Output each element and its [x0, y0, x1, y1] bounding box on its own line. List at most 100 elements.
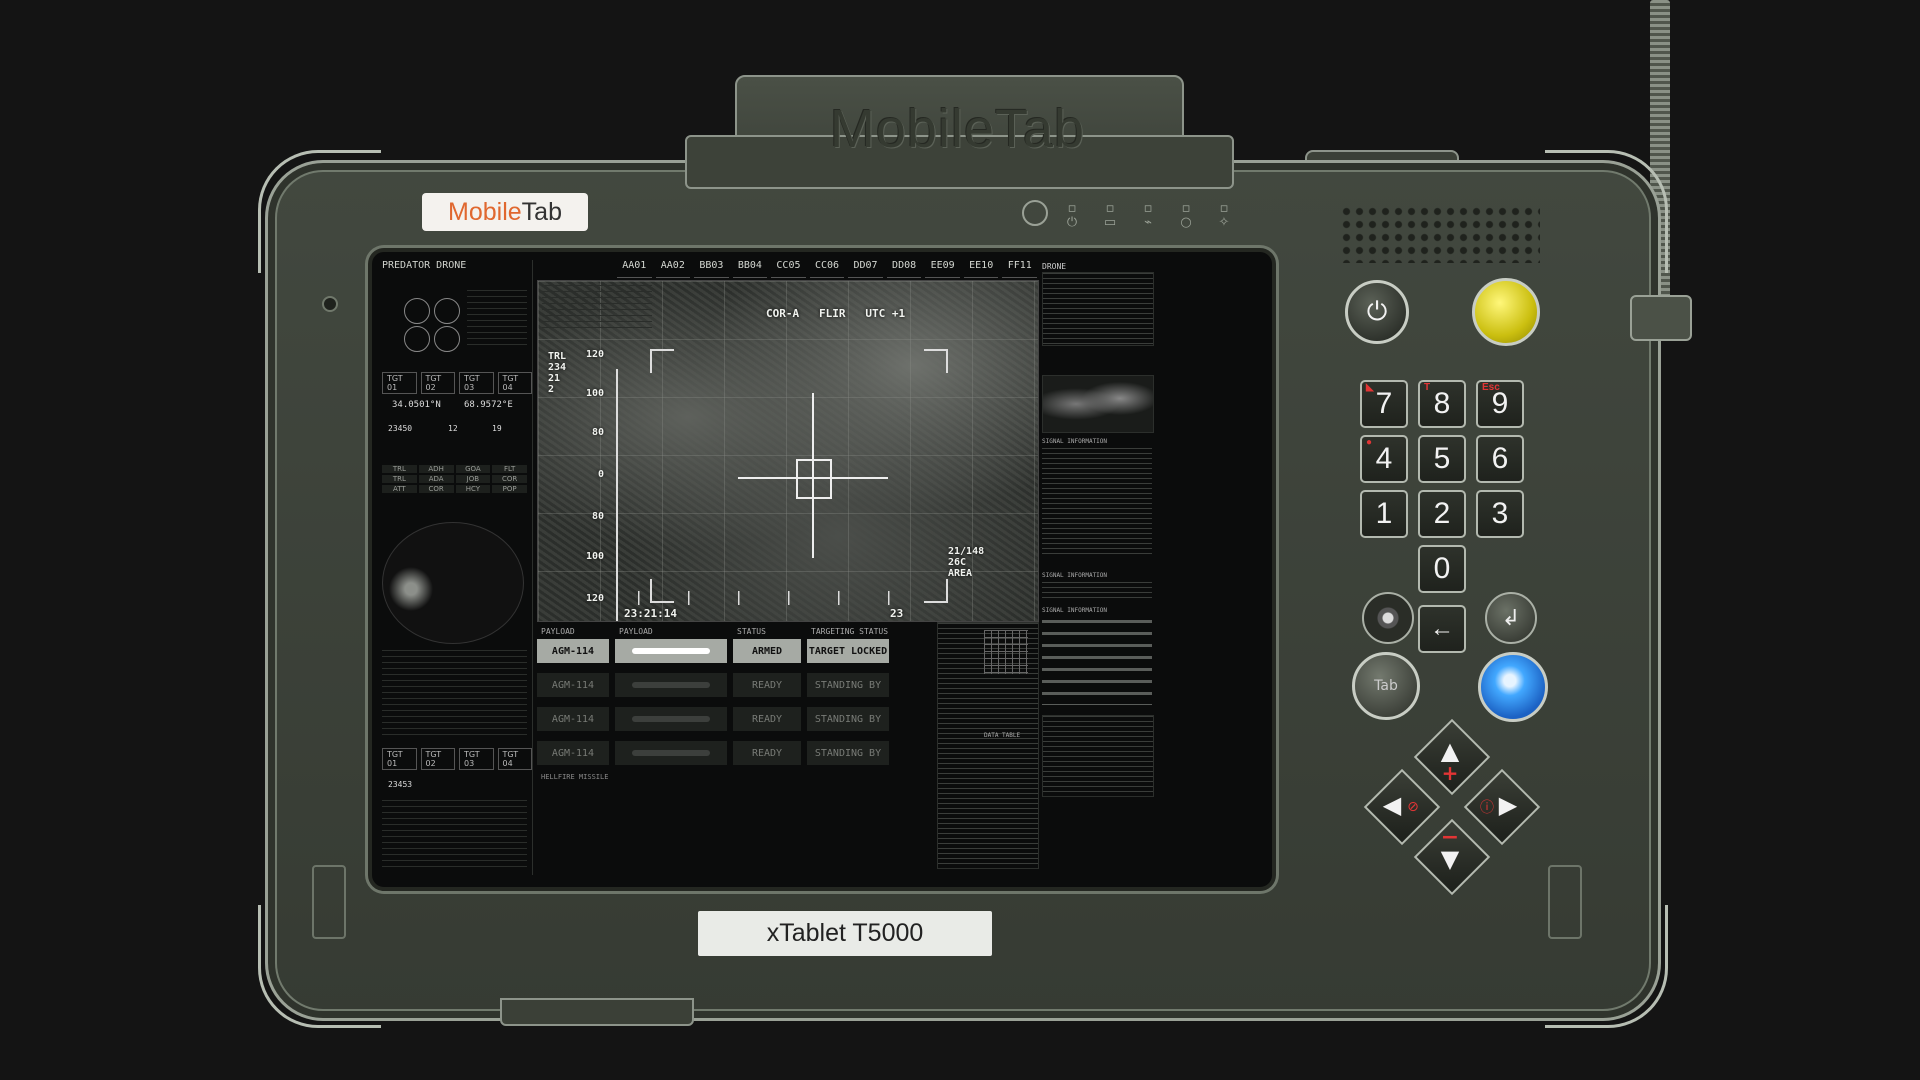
payload-name: AGM-114	[537, 639, 609, 663]
handle-base	[685, 135, 1234, 189]
scale-tick: 0	[598, 469, 605, 480]
missile-icon	[615, 707, 727, 731]
key-6[interactable]: 6	[1476, 435, 1524, 483]
power-button[interactable]: ⏻	[1345, 280, 1409, 344]
payload-row[interactable]: AGM-114 READY STANDING BY	[537, 741, 1037, 765]
key-label: 4	[1375, 442, 1393, 475]
code-cell: ADA	[418, 475, 454, 483]
corner-bumper	[258, 150, 381, 273]
missile-icon	[615, 673, 727, 697]
system-code-grid: TRL ADH GOA FLT TRL ADA JOB COR ATT COR …	[382, 465, 527, 493]
longitude-value: 68.9572°E	[464, 400, 513, 410]
enter-icon: ↲	[1501, 605, 1521, 631]
gauge-icon	[434, 326, 460, 352]
targeting-status: STANDING BY	[807, 741, 889, 765]
channel-tab[interactable]: BB04	[732, 260, 768, 278]
payload-status: READY	[733, 673, 801, 697]
key-1[interactable]: 1	[1360, 490, 1408, 538]
missile-icon	[615, 639, 727, 663]
channel-tab[interactable]: AA01	[617, 260, 652, 278]
key-7-sub: ◣	[1366, 382, 1374, 393]
light-sensor-icon	[1022, 200, 1048, 226]
side-slot	[1548, 865, 1582, 939]
key-7[interactable]: ◣ 7	[1360, 380, 1408, 428]
target-tab[interactable]: TGT 02	[420, 372, 455, 394]
gauge-icon	[434, 298, 460, 324]
tab-label: Tab	[1374, 678, 1398, 694]
target-tab[interactable]: TGT 04	[497, 748, 532, 770]
scale-tick: 120	[586, 349, 605, 360]
right-panel-title: DRONE	[1042, 262, 1067, 271]
channel-tab[interactable]: AA02	[655, 260, 691, 278]
code-cell: HCY	[455, 485, 491, 493]
channel-tab[interactable]: DD08	[886, 260, 922, 278]
backspace-key[interactable]: ←	[1418, 605, 1466, 653]
code-cell: GOA	[455, 465, 491, 473]
target-tab[interactable]: TGT 03	[459, 372, 494, 394]
channel-tab[interactable]: CC05	[771, 260, 806, 278]
tab-button[interactable]: Tab	[1352, 652, 1420, 720]
target-selector[interactable]: TGT 01 TGT 02 TGT 03 TGT 04	[382, 372, 532, 394]
record-button[interactable]	[1362, 592, 1414, 644]
channel-tab[interactable]: EE09	[925, 260, 960, 278]
key-5[interactable]: 5	[1418, 435, 1466, 483]
payload-row[interactable]: AGM-114 ARMED TARGET LOCKED	[537, 639, 1037, 663]
key-4[interactable]: ● 4	[1360, 435, 1408, 483]
code-cell: COR	[492, 475, 527, 483]
info-icon: ⓘ	[1480, 800, 1494, 816]
front-camera	[322, 296, 338, 312]
target-tab[interactable]: TGT 01	[382, 372, 417, 394]
corner-bumper	[1545, 150, 1668, 273]
target-tab[interactable]: TGT 04	[497, 372, 532, 394]
altitude-value-lower: 23453	[388, 780, 413, 789]
key-8-sub: T	[1424, 382, 1431, 393]
payload-name: AGM-114	[537, 741, 609, 765]
signal-panel: DRONE SIGNAL INFORMATION SIGNAL INFORMAT…	[1042, 260, 1266, 875]
channel-tab[interactable]: DD07	[848, 260, 883, 278]
target-tab[interactable]: TGT 03	[459, 748, 494, 770]
gauge-icon	[404, 298, 430, 324]
target-tab[interactable]: TGT 02	[420, 748, 455, 770]
key-8[interactable]: T 8	[1418, 380, 1466, 428]
key-3[interactable]: 3	[1476, 490, 1524, 538]
antenna-mount	[1630, 295, 1692, 341]
target-selector-lower[interactable]: TGT 01 TGT 02 TGT 03 TGT 04	[382, 748, 532, 770]
channel-tab[interactable]: EE10	[963, 260, 999, 278]
target-bracket	[924, 349, 948, 373]
feed-grid-overlay	[538, 281, 1038, 621]
payload-row[interactable]: AGM-114 READY STANDING BY	[537, 673, 1037, 697]
yellow-function-button[interactable]	[1472, 278, 1540, 346]
speaker-grill	[1340, 205, 1540, 263]
key-0[interactable]: 0	[1418, 545, 1466, 593]
blue-function-button[interactable]	[1478, 652, 1548, 722]
payload-row[interactable]: AGM-114 READY STANDING BY	[537, 707, 1037, 731]
area-readout: 21/148 26C AREA	[948, 546, 985, 579]
wireless-indicator-icon: ▫✧	[1218, 201, 1230, 230]
channel-tab[interactable]: BB03	[694, 260, 729, 278]
crosshair-target-box	[796, 459, 832, 499]
scale-tick: 100	[586, 551, 605, 562]
enter-button[interactable]: ↲	[1485, 592, 1537, 644]
scale-tick: 100	[586, 388, 605, 399]
payload-status: READY	[733, 741, 801, 765]
key-4-sub: ●	[1366, 437, 1373, 448]
targeting-status: TARGET LOCKED	[807, 639, 889, 663]
key-9[interactable]: Esc 9	[1476, 380, 1524, 428]
code-cell: ADH	[418, 465, 454, 473]
signal-waveform	[1042, 582, 1152, 602]
display-screen[interactable]: PREDATOR DRONE TGT 01 TGT 02 TGT 03 TGT …	[368, 248, 1276, 891]
channel-tab[interactable]: FF11	[1002, 260, 1038, 278]
drone-title: PREDATOR DRONE	[382, 260, 467, 271]
key-label: 8	[1433, 387, 1451, 420]
key-2[interactable]: 2	[1418, 490, 1466, 538]
column-header: STATUS	[737, 627, 766, 636]
payload-table-header: PAYLOAD PAYLOAD STATUS TARGETING STATUS	[537, 627, 1037, 636]
flir-camera-feed[interactable]: COR-A FLIR UTC +1 TRL 234 21 2 120 100 8…	[537, 280, 1039, 622]
data-block	[1042, 272, 1154, 346]
channel-tab[interactable]: CC06	[809, 260, 845, 278]
brand-logo-part2: Tab	[521, 197, 562, 226]
cancel-icon: ⊘	[1407, 799, 1419, 815]
telemetry-lines	[467, 290, 527, 350]
target-tab[interactable]: TGT 01	[382, 748, 417, 770]
